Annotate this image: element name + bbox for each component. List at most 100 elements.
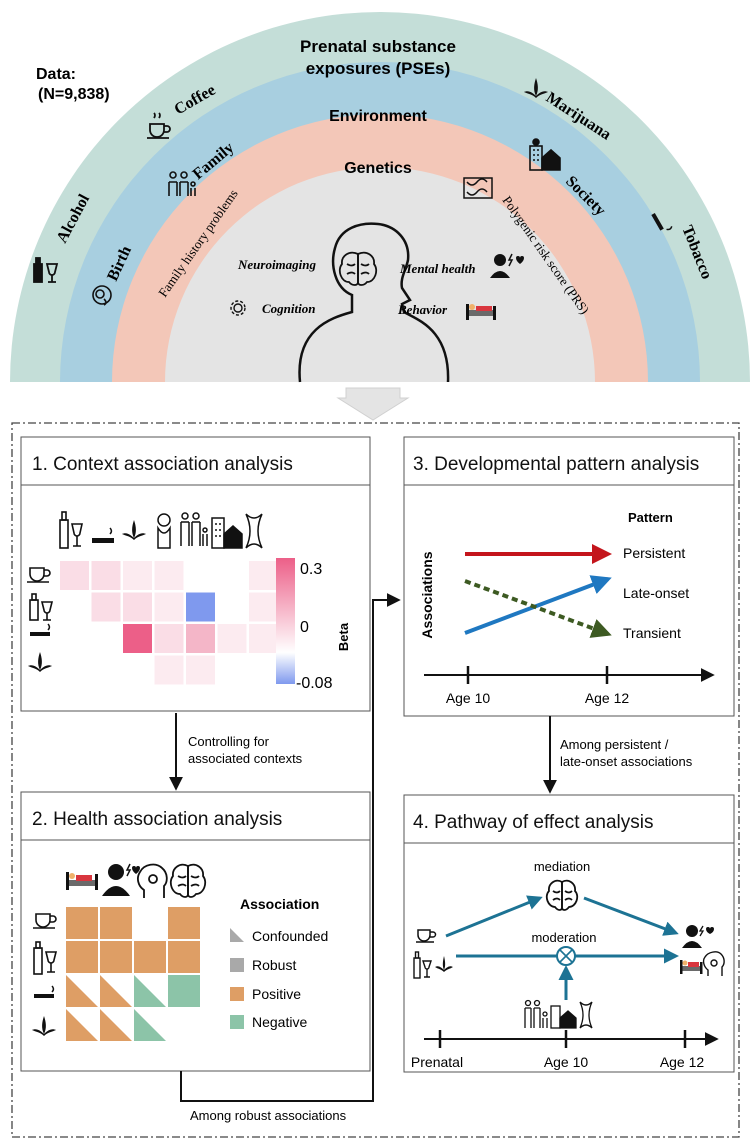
arrow1-label-line2: associated contexts: [188, 751, 303, 766]
box2-title: 2. Health association analysis: [32, 809, 282, 830]
context-arcs: [10, 12, 750, 383]
legend-robust-swatch: [230, 958, 244, 972]
beta-max-label: 0.3: [300, 561, 322, 578]
heatmap-cell: [154, 624, 184, 653]
association-cell: [168, 941, 200, 973]
beta-title: Beta: [336, 622, 351, 651]
box1-heatmap: [60, 561, 278, 685]
heatmap-cell: [123, 561, 152, 590]
brain-icon: [338, 251, 378, 286]
legend-confounded-swatch: [230, 928, 244, 942]
arrow-box2-to-box3: [180, 593, 401, 1102]
box1-col-prs-icon: [245, 513, 263, 549]
arrow2-label-line2: late-onset associations: [560, 754, 693, 769]
transient-arrow: [464, 579, 612, 638]
workflow-frame: [11, 422, 740, 1138]
box4-pathway-of-effect: 4. Pathway of effect analysis mediation …: [403, 794, 735, 1073]
heatmap-cell: [249, 561, 278, 590]
association-cell: [100, 907, 132, 939]
environment-title: Environment: [329, 108, 427, 125]
association-cell: [168, 907, 200, 939]
legend-negative-swatch: [230, 1015, 244, 1029]
box3-frame: [403, 436, 735, 717]
heatmap-cell: [123, 624, 152, 653]
box1-col-marijuana-icon: [122, 520, 146, 546]
heatmap-cell: [154, 561, 184, 590]
arrow2-label-line1: Among persistent /: [560, 737, 669, 752]
box1-row-marijuana-icon: [28, 652, 52, 676]
heatmap-cell: [91, 592, 121, 622]
pse-title-line2: exposures (PSEs): [306, 59, 451, 78]
heatmap-cell: [186, 624, 215, 653]
legend-robust-label: Robust: [252, 957, 296, 973]
box2-row-alcohol-icon: [33, 941, 58, 975]
mental-health-label: Mental health: [399, 261, 476, 276]
box4-alcohol-icon: [413, 951, 432, 979]
box1-col-birth-icon: [157, 513, 171, 549]
heatmap-cell: [217, 624, 247, 653]
box2-association-grid: [66, 907, 200, 1041]
heatmap-cell: [186, 655, 215, 685]
box2-col-cognition-icon: [137, 863, 168, 898]
heatmap-cell: [186, 592, 215, 622]
legend-robust: Robust: [230, 957, 296, 973]
legend-negative: Negative: [230, 1014, 307, 1030]
moderation-x-icon: [556, 946, 576, 966]
association-cell: [66, 941, 98, 973]
box1-col-society-icon: [211, 517, 243, 549]
beta-colorbar: [276, 558, 295, 684]
behavior-icon: [466, 304, 496, 320]
association-cell: [134, 941, 166, 973]
coffee-icon: [147, 112, 171, 139]
arrow1-label-line1: Controlling for: [188, 734, 270, 749]
box4-marijuana-icon: [435, 956, 453, 976]
association-cell: [168, 975, 200, 1007]
pattern-title: Pattern: [628, 510, 673, 525]
late-onset-label: Late-onset: [623, 585, 689, 601]
box2-row-coffee-icon: [33, 913, 57, 929]
beta-zero-label: 0: [300, 619, 309, 636]
alcohol-icon: [33, 257, 59, 283]
association-cell: [66, 907, 98, 939]
box2-health-association: 2. Health association analysis Associati…: [20, 791, 371, 1072]
box4-prenatal-label: Prenatal: [411, 1054, 463, 1070]
moderation-label: moderation: [531, 930, 596, 945]
exposure-to-mediator-arrow: [445, 895, 543, 938]
box4-cognition-icon: [702, 951, 725, 976]
heatmap-cell: [60, 561, 89, 590]
legend-positive-label: Positive: [252, 986, 301, 1002]
marijuana-icon: [524, 78, 548, 102]
box1-row-coffee-icon: [27, 567, 51, 583]
box4-mental-health-icon: [682, 925, 714, 948]
box1-row-alcohol-icon: [29, 593, 54, 621]
cognition-icon: [230, 300, 246, 316]
box3-age12-label: Age 12: [585, 690, 630, 706]
data-label: Data:: [36, 66, 76, 83]
transient-label: Transient: [623, 625, 681, 641]
heatmap-cell: [154, 592, 184, 622]
box4-behavior-icon: [680, 960, 703, 974]
mental-health-icon: [490, 253, 524, 278]
mediation-label: mediation: [534, 859, 590, 874]
behavior-label: Behavior: [397, 302, 448, 317]
legend-positive-swatch: [230, 987, 244, 1001]
association-legend-title: Association: [240, 896, 319, 912]
heatmap-cell: [154, 655, 184, 685]
persistent-label: Persistent: [623, 545, 685, 561]
legend-negative-label: Negative: [252, 1014, 307, 1030]
heatmap-cell: [123, 592, 152, 622]
box1-col-tobacco-icon: [92, 527, 114, 543]
bottom-connector-label: Among robust associations: [190, 1108, 347, 1123]
legend-confounded: Confounded: [230, 928, 328, 944]
association-cell: [100, 975, 132, 1007]
box2-col-neuroimaging-icon: [169, 863, 207, 898]
family-history-dna-icon: [463, 177, 493, 199]
genetics-title: Genetics: [344, 160, 412, 177]
box1-col-family-icon: [180, 512, 208, 546]
box4-age10-label: Age 10: [544, 1054, 589, 1070]
box2-col-mental-health-icon: [102, 863, 140, 896]
association-cell: [100, 941, 132, 973]
core-ring: [165, 167, 595, 382]
box2-row-marijuana-icon: [32, 1016, 56, 1040]
data-n-label: (N=9,838): [38, 86, 110, 103]
